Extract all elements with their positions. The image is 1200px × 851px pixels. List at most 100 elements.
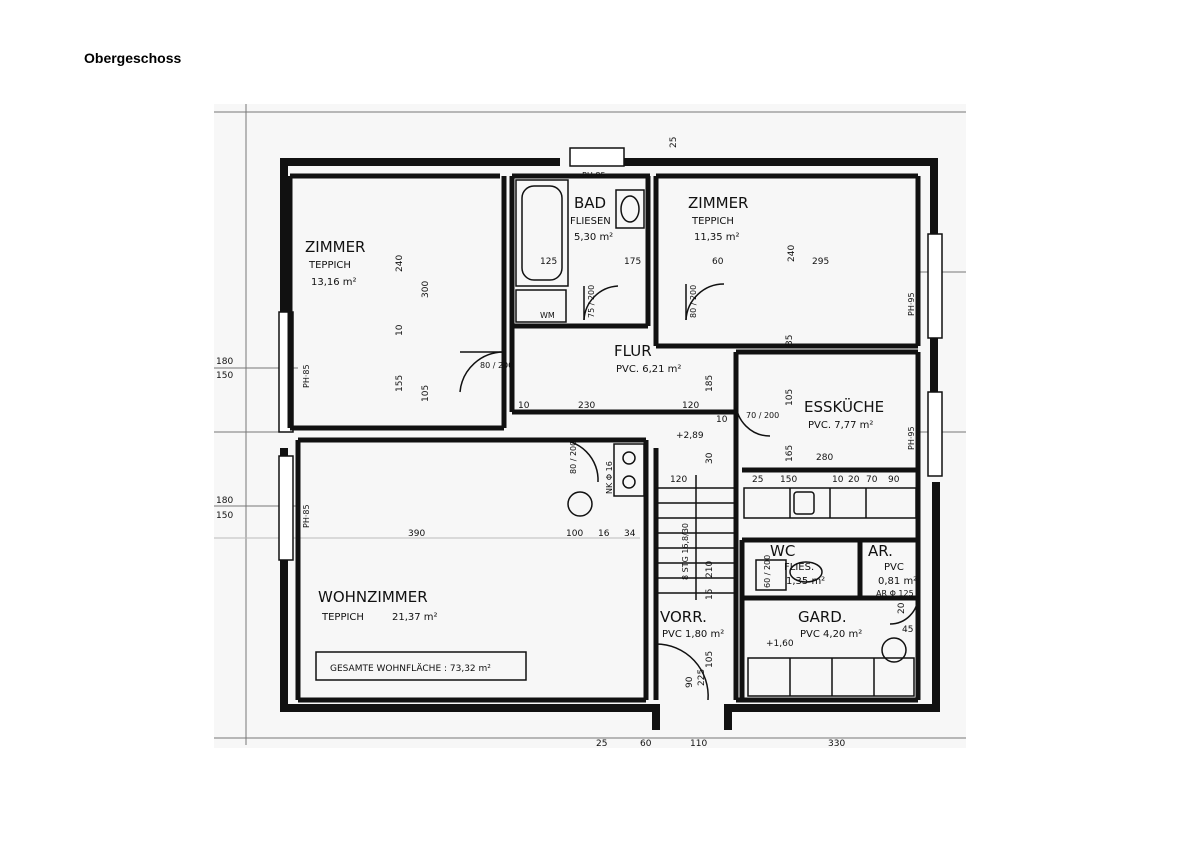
zimmer-right-area: 11,35 m² <box>694 232 740 243</box>
ar-name: AR. <box>868 542 893 560</box>
dim-bottom-25: 25 <box>596 739 607 749</box>
dim-60-top: 60 <box>712 257 724 267</box>
washing-machine <box>515 289 567 323</box>
dim-155: 155 <box>395 375 405 392</box>
stair-label: 8 STG 16,8/30 <box>681 523 690 580</box>
ar-area: 0,81 m² <box>878 576 917 587</box>
dim-105-left: 105 <box>421 385 431 402</box>
dim-100: 100 <box>566 529 583 539</box>
dim-bottom-110: 110 <box>690 739 707 749</box>
nk-label: NK Φ 16 <box>605 461 614 494</box>
vorr-floor-area: PVC 1,80 m² <box>662 629 724 640</box>
reference-lines <box>214 104 966 745</box>
wc-area: 1,35 m² <box>786 576 825 587</box>
dim-165: 165 <box>785 445 795 462</box>
dim-left-180-a: 180 <box>216 357 233 367</box>
page-heading: Obergeschoss <box>84 50 182 66</box>
vorr-name: VORR. <box>660 608 707 626</box>
dim-105-right: 105 <box>785 389 795 406</box>
ar-vent-label: AR Φ 125 <box>876 589 914 598</box>
zimmer-left-area: 13,16 m² <box>311 277 357 288</box>
chimney-circles <box>567 491 907 663</box>
dim-16: 16 <box>598 529 610 539</box>
dim-34: 34 <box>624 529 636 539</box>
dim-125: 125 <box>540 257 557 267</box>
kitchen-counter <box>743 487 917 519</box>
summary-box <box>315 651 527 681</box>
dim-210: 210 <box>705 561 715 578</box>
gard-floor-area: PVC 4,20 m² <box>800 629 862 640</box>
dim-90-kitchen: 90 <box>888 475 900 485</box>
dim-20-kitchen: 20 <box>848 475 860 485</box>
dim-300: 300 <box>421 281 431 298</box>
dim-225: 225 <box>697 669 707 686</box>
dim-120-a: 120 <box>682 401 699 411</box>
gard-name: GARD. <box>798 608 847 626</box>
esskueche-floor-area: PVC. 7,77 m² <box>808 420 873 431</box>
dim-70-kitchen: 70 <box>866 475 878 485</box>
dim-105-gard: 105 <box>705 651 715 668</box>
dim-top-25: 25 <box>669 137 679 148</box>
esskueche-name: ESSKÜCHE <box>804 397 884 416</box>
dim-10-a: 10 <box>518 401 530 411</box>
zimmer-right-name: ZIMMER <box>688 194 748 212</box>
door-80-200-zimmer-right: 80 / 200 <box>689 285 698 318</box>
zimmer-left-name: ZIMMER <box>305 238 365 256</box>
dim-left-150-b: 150 <box>216 511 233 521</box>
dim-185: 185 <box>705 375 715 392</box>
dim-15: 15 <box>705 589 715 600</box>
dim-390: 390 <box>408 529 425 539</box>
dim-25-kitchen: 25 <box>752 475 763 485</box>
zimmer-right-floor: TEPPICH <box>691 216 734 227</box>
ph85-top-label: PH·85 <box>582 171 606 180</box>
bad-name: BAD <box>574 194 606 212</box>
bad-floor: FLIESEN <box>570 216 611 227</box>
dim-left-180-b: 180 <box>216 496 233 506</box>
door-70-200: 70 / 200 <box>746 411 779 420</box>
level-label-upper: +2,89 <box>676 431 704 441</box>
dim-bottom-60: 60 <box>640 739 652 749</box>
dim-120-b: 120 <box>670 475 687 485</box>
ph85-left-bottom-label: PH·85 <box>302 504 311 528</box>
door-swings <box>459 283 919 701</box>
dim-45: 45 <box>902 625 913 635</box>
door-75-200-bad: 75 / 200 <box>587 285 596 318</box>
ph95-bottom-label: PH·95 <box>907 426 916 450</box>
wohnzimmer-area: 21,37 m² <box>392 612 438 623</box>
wohnzimmer-name: WOHNZIMMER <box>318 588 428 606</box>
level-label-lower: +1,60 <box>766 639 794 649</box>
dim-bottom-330: 330 <box>828 739 845 749</box>
misc-labels: PH·85 PH·85 PH·85 PH·95 PH·95 NK Φ 16 AR… <box>302 171 916 649</box>
dim-90-vorr: 90 <box>685 676 695 688</box>
zimmer-left-floor: TEPPICH <box>308 260 351 271</box>
flur-name: FLUR <box>614 342 652 360</box>
ph85-left-top-label: PH·85 <box>302 364 311 388</box>
dim-240-left: 240 <box>395 255 405 272</box>
dimension-labels: 180 150 180 150 25 240 300 10 155 105 12… <box>216 137 913 749</box>
stairs <box>656 475 736 600</box>
wc-floor: FLIES. <box>784 562 814 573</box>
washbasin <box>615 189 645 229</box>
dim-240-right: 240 <box>787 245 797 262</box>
wc-name: WC <box>770 542 795 560</box>
bathtub <box>515 179 569 287</box>
dim-150-kitchen: 150 <box>780 475 797 485</box>
toilet <box>755 559 823 591</box>
stove <box>613 443 645 497</box>
dim-10-kitchen: 10 <box>832 475 844 485</box>
dim-295: 295 <box>812 257 829 267</box>
door-80-200-wohnzimmer: 80 / 200 <box>569 441 578 474</box>
dim-10-b: 10 <box>716 415 728 425</box>
door-80-200-left: 80 / 200 <box>480 361 513 370</box>
dim-230: 230 <box>578 401 595 411</box>
dim-35: 35 <box>785 335 795 346</box>
flur-floor-area: PVC. 6,21 m² <box>616 364 681 375</box>
ph95-top-label: PH·95 <box>907 292 916 316</box>
room-labels: ZIMMER TEPPICH 13,16 m² BAD FLIESEN 5,30… <box>305 194 917 640</box>
dim-280: 280 <box>816 453 833 463</box>
wardrobe <box>747 657 915 697</box>
dim-10-left: 10 <box>395 324 405 336</box>
door-60-200: 60 / 200 <box>763 555 772 588</box>
summary-text: GESAMTE WOHNFLÄCHE : 73,32 m² <box>330 663 491 674</box>
